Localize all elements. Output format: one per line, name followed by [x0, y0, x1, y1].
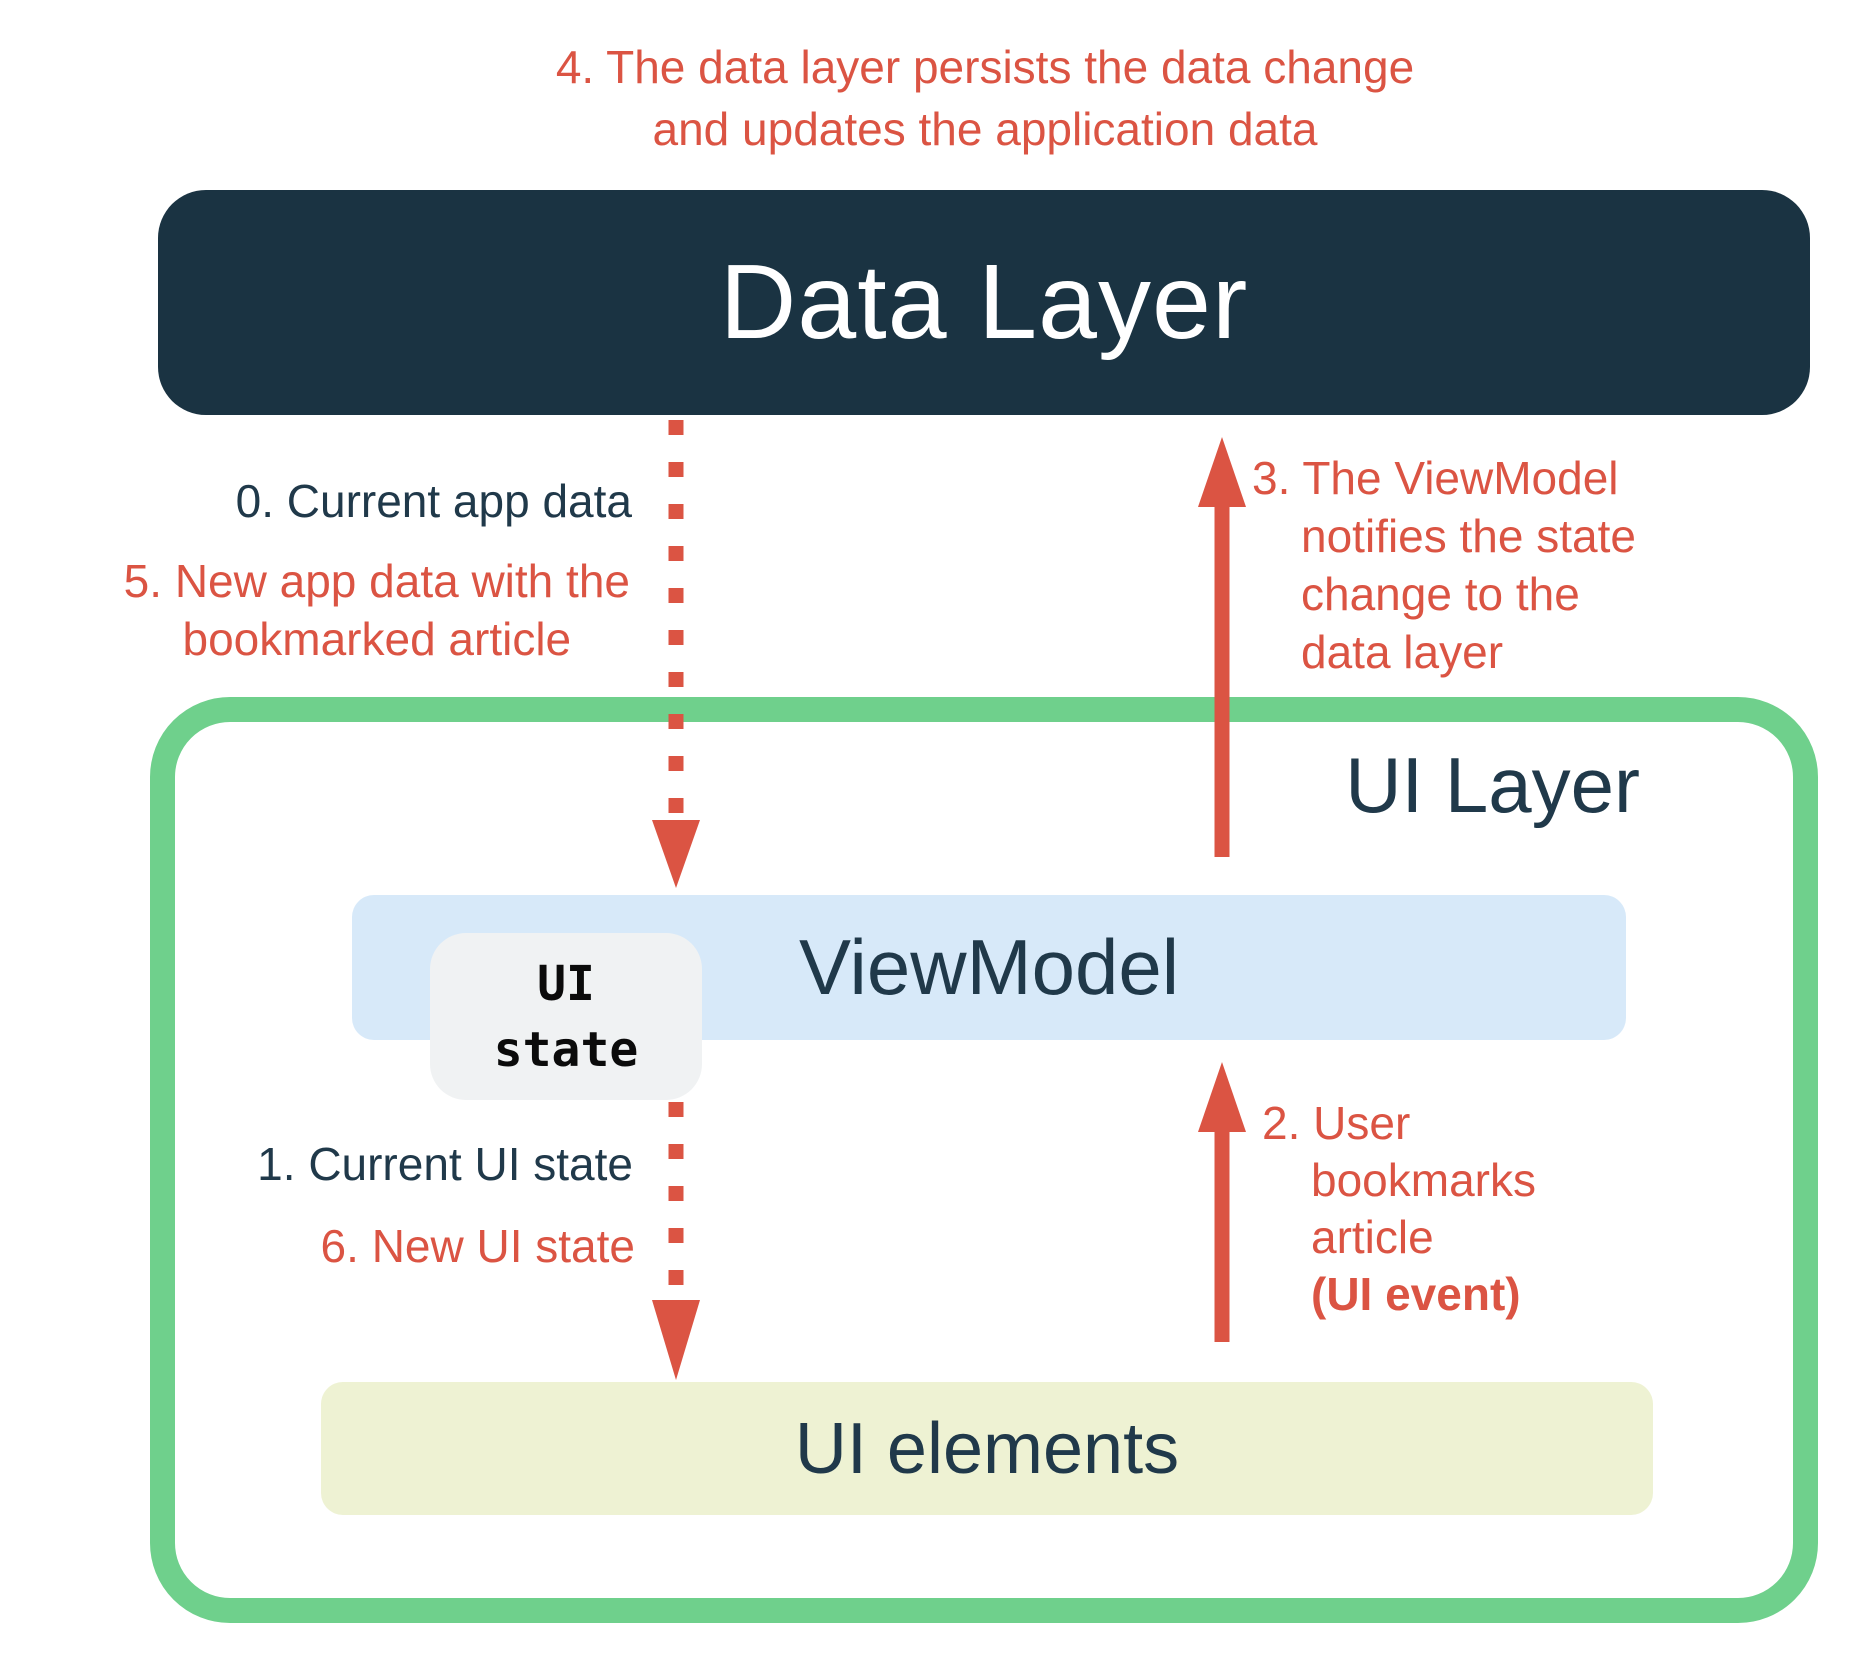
annotation-line: article	[1311, 1211, 1434, 1263]
ui-elements-title: UI elements	[794, 1408, 1180, 1489]
annotation-line: data layer	[1301, 626, 1504, 678]
ui-layer-title: UI Layer	[1345, 741, 1640, 829]
annotation-line: bookmarks	[1311, 1154, 1536, 1206]
annotation-line: 3. The ViewModel	[1252, 452, 1619, 504]
annotation-step-6: 6. New UI state	[320, 1220, 635, 1272]
ui-state-chip-line: UI	[537, 955, 595, 1012]
annotation-step-4: 4. The data layer persists the data chan…	[400, 36, 1570, 160]
ui-layer-box	[150, 697, 1818, 1623]
annotation-line: bookmarked article	[182, 613, 572, 665]
annotation-line: 4. The data layer persists the data chan…	[555, 41, 1415, 93]
annotation-step-3: 3. The ViewModel notifies the state chan…	[1252, 449, 1636, 681]
annotation-line: 2. User	[1262, 1097, 1411, 1149]
data-layer-title: Data Layer	[719, 243, 1249, 361]
ui-elements-box: UI elements	[321, 1382, 1653, 1515]
annotation-line: change to the	[1301, 568, 1580, 620]
annotation-step-0: 0. Current app data	[235, 475, 632, 527]
annotation-step-5: 5. New app data with the bookmarked arti…	[124, 552, 630, 668]
annotation-line: 5. New app data with the	[123, 555, 630, 607]
annotation-line: notifies the state	[1301, 510, 1636, 562]
annotation-step-2: 2. User bookmarks article (UI event)	[1262, 1095, 1536, 1323]
annotation-line: and updates the application data	[652, 103, 1318, 155]
viewmodel-title: ViewModel	[798, 923, 1180, 1011]
annotation-step-1: 1. Current UI state	[257, 1138, 633, 1190]
data-layer-box: Data Layer	[158, 190, 1810, 415]
ui-state-chip-line: state	[493, 1021, 639, 1078]
annotation-line-ui-event: (UI event)	[1311, 1268, 1521, 1320]
ui-state-chip: UI state	[430, 933, 702, 1100]
